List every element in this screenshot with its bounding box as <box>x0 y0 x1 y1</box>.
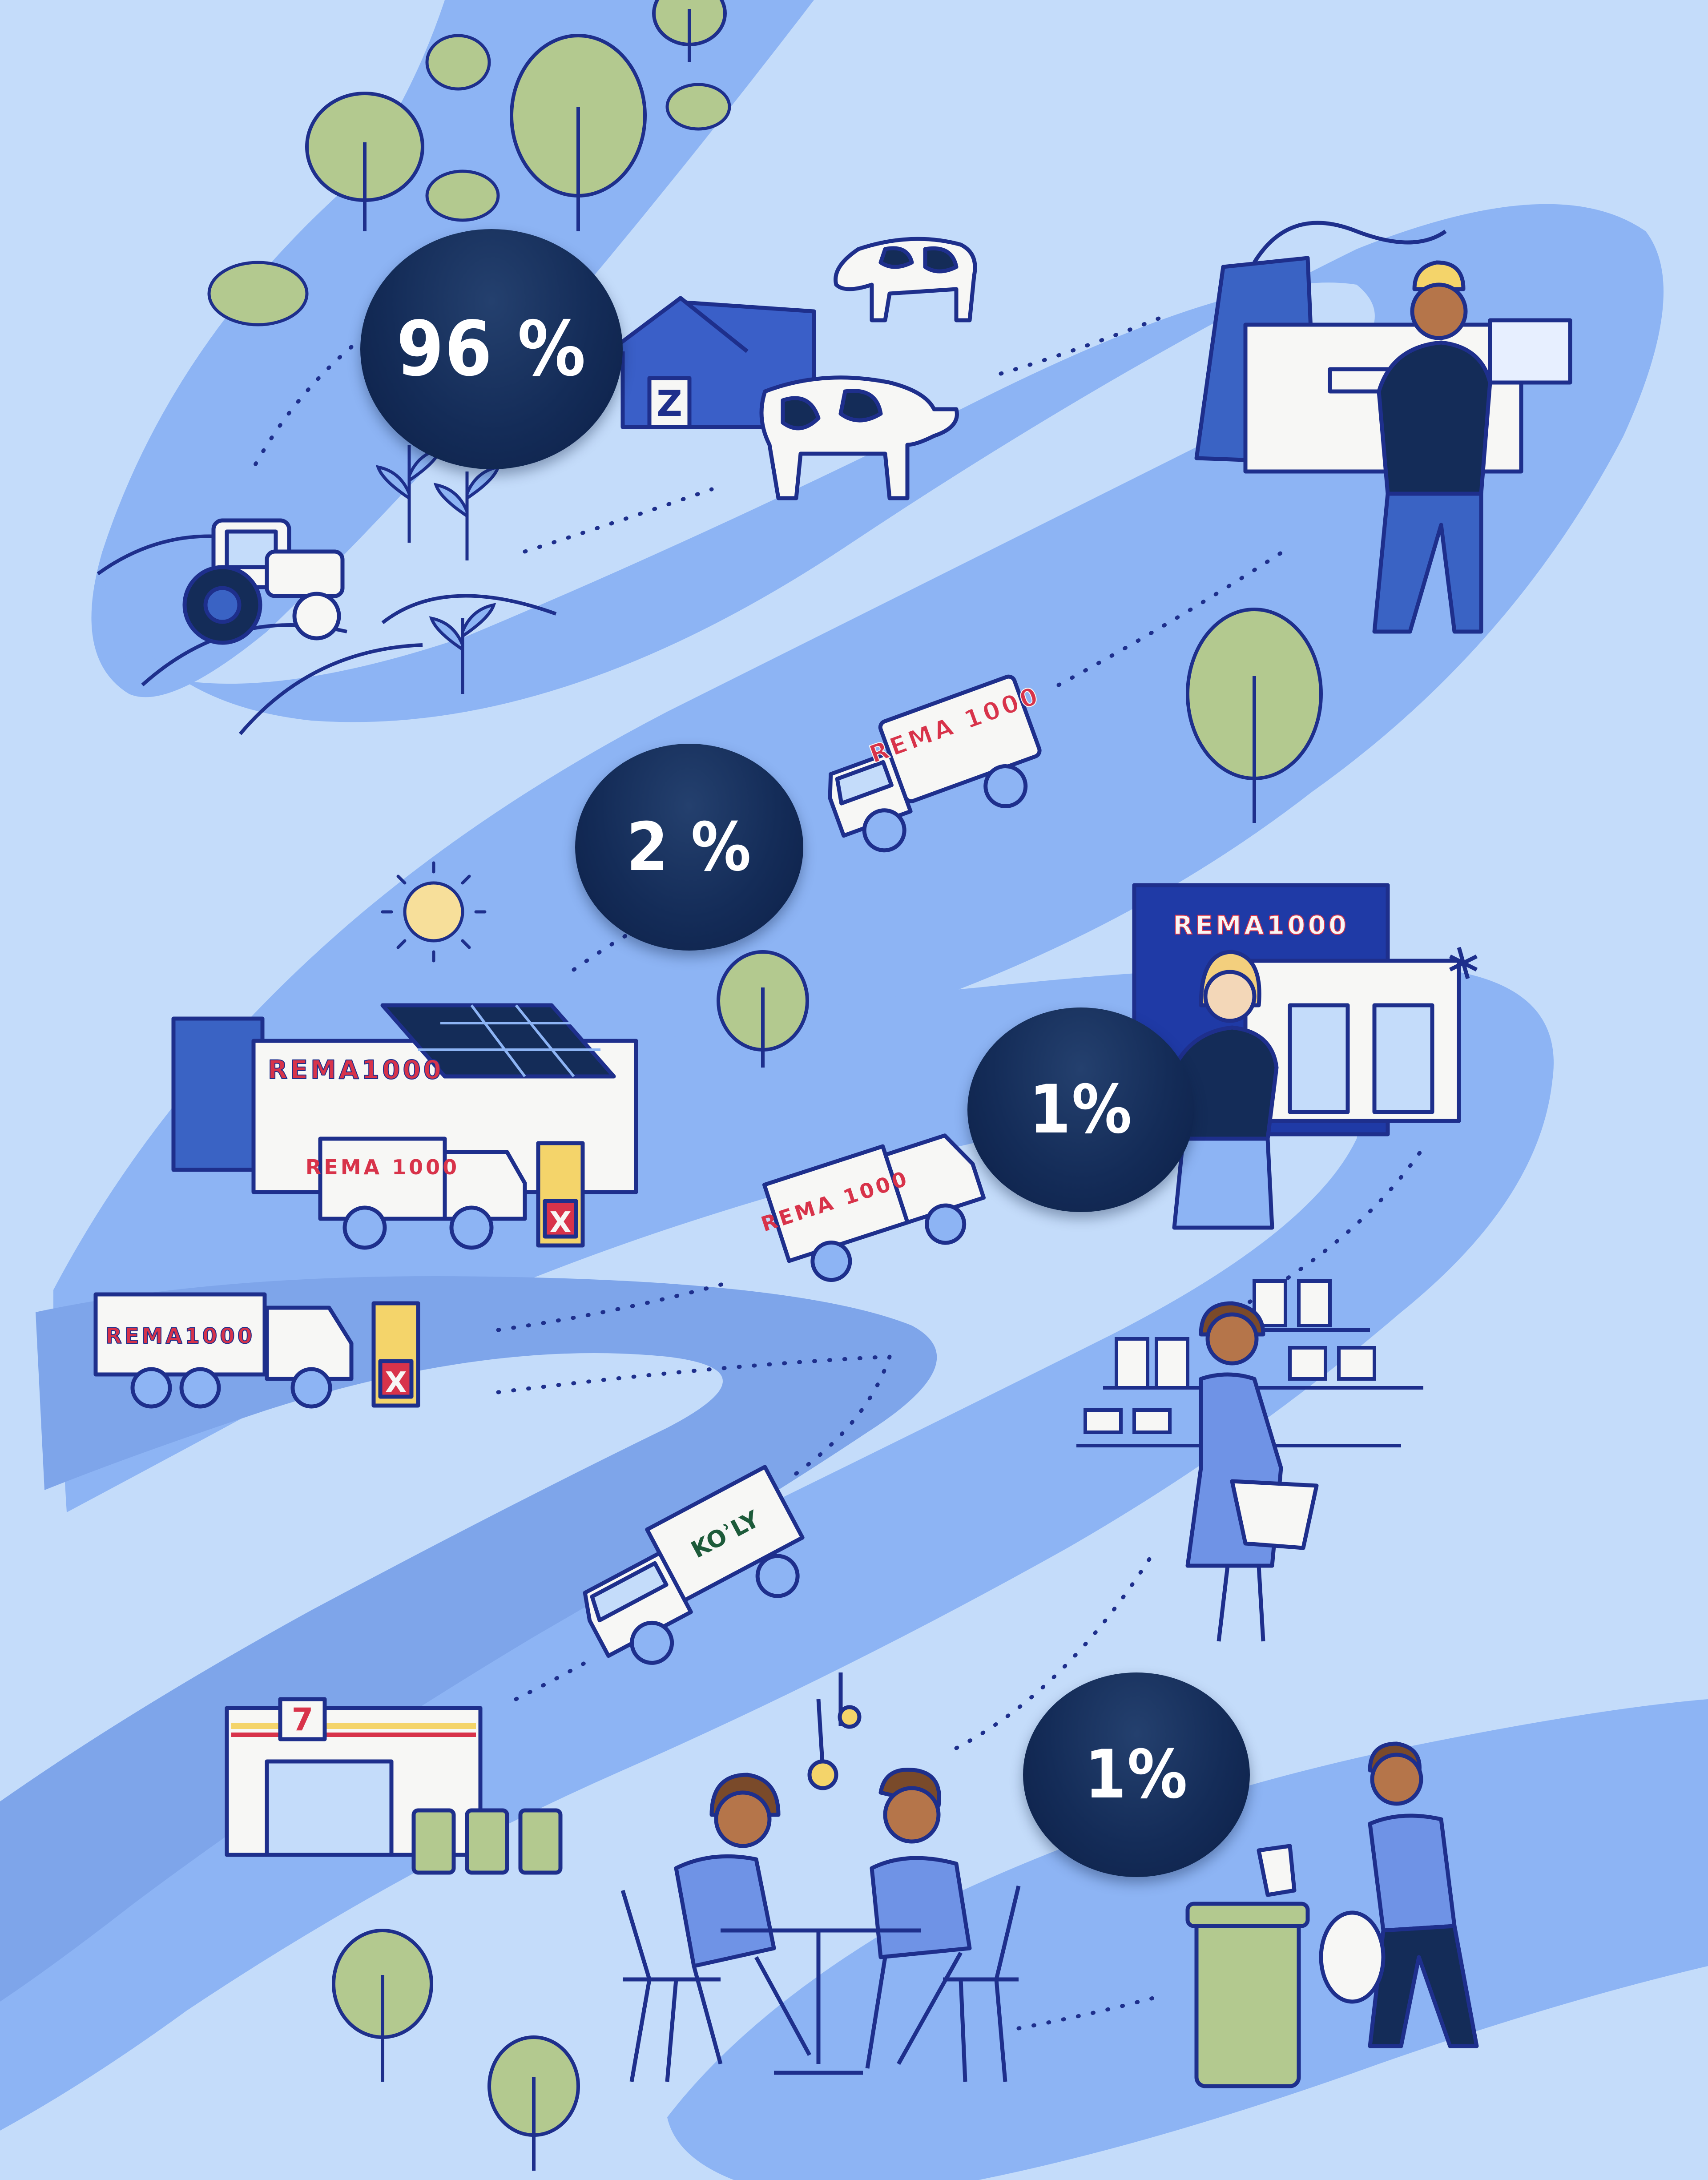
rema-truck-road-2: REMA 1000 <box>758 1133 986 1282</box>
percent-badge-transport: 2 % <box>575 744 803 951</box>
svg-text:X: X <box>549 1206 571 1239</box>
factory-scene <box>1194 221 1572 634</box>
recycling-scene <box>1185 1741 1479 2088</box>
seven-eleven-store: 7 <box>225 1697 563 1875</box>
svg-text:REMA1000: REMA1000 <box>105 1324 255 1349</box>
svg-text:7: 7 <box>292 1701 314 1738</box>
cafe-scene <box>620 1672 1021 2082</box>
rema-truck-big: REMA1000 X <box>93 1292 420 1409</box>
percent-value: 2 % <box>626 808 752 886</box>
cow-icon <box>759 375 959 500</box>
percent-badge-consumer: 1% <box>1023 1672 1250 1877</box>
percent-badge-farm: 96 % <box>360 229 623 469</box>
tree-icon <box>487 2035 580 2171</box>
svg-text:Z: Z <box>657 383 682 424</box>
percent-value: 96 % <box>396 305 587 393</box>
kavli-truck: KOʾLY <box>583 1465 805 1665</box>
svg-text:REMA1000: REMA1000 <box>268 1055 444 1085</box>
tree-icon <box>652 0 727 62</box>
tree-icon <box>1186 608 1323 823</box>
percent-value: 1% <box>1084 1736 1188 1813</box>
svg-text:X: X <box>385 1366 407 1399</box>
tree-icon <box>510 34 647 231</box>
shopper-figure <box>1185 1301 1319 1642</box>
farm-scene: Z <box>97 0 977 735</box>
store-clerk-figure <box>1172 950 1279 1230</box>
sun-icon <box>381 861 487 963</box>
percent-badge-store: 1% <box>967 1007 1194 1212</box>
rema-warehouse: REMA1000 REMA 1000 X <box>171 1003 638 1250</box>
svg-text:REMA 1000: REMA 1000 <box>306 1155 459 1179</box>
tractor-icon <box>182 518 345 645</box>
tree-icon <box>332 1929 433 2082</box>
cow-icon <box>834 237 977 322</box>
percent-value: 1% <box>1029 1071 1133 1148</box>
bush-icon <box>207 34 731 326</box>
worker-figure <box>1372 260 1572 634</box>
tree-icon <box>717 950 809 1068</box>
svg-text:REMA1000: REMA1000 <box>1173 910 1349 940</box>
shelves <box>1076 1279 1423 1447</box>
tree-icon <box>305 92 424 231</box>
rema-truck-road-1: REMA 1000 <box>828 674 1044 853</box>
rema-store: REMA1000 <box>1132 883 1478 1230</box>
